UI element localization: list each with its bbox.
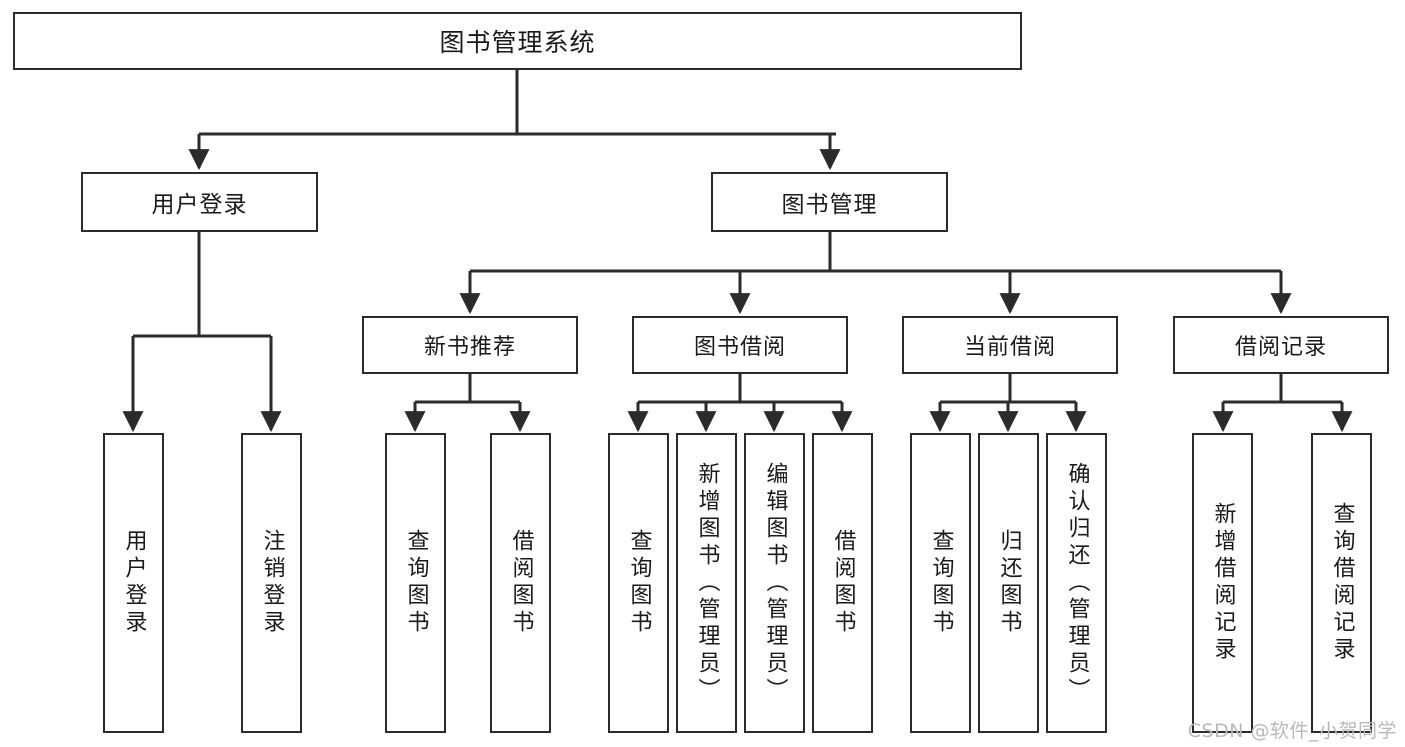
node-borrow-records-label: 借阅记录 (1234, 335, 1327, 360)
leaf-edit-book-admin-label: 编辑图书（管理员） (762, 461, 788, 705)
leaf-logout-label: 注销登录 (259, 529, 285, 637)
leaf-query-borrow-record-label: 查询借阅记录 (1329, 502, 1355, 664)
leaf-query-borrow-record[interactable]: 查询借阅记录 (1311, 433, 1372, 733)
node-book-management[interactable]: 图书管理 (711, 172, 948, 232)
node-new-book-recommend-label: 新书推荐 (423, 335, 516, 360)
leaf-return-book-label: 归还图书 (996, 529, 1022, 637)
leaf-query-book-current-label: 查询图书 (928, 529, 954, 637)
watermark: CSDN @软件_小贺同学 (1187, 720, 1397, 742)
node-borrow-records[interactable]: 借阅记录 (1173, 316, 1389, 374)
node-book-management-label: 图书管理 (781, 192, 878, 218)
node-new-book-recommend[interactable]: 新书推荐 (362, 316, 578, 374)
leaf-borrow-book-label: 借阅图书 (830, 529, 856, 637)
leaf-return-book[interactable]: 归还图书 (978, 433, 1039, 733)
leaf-add-book-admin-label: 新增图书（管理员） (694, 461, 720, 705)
leaf-borrow-book-recommend[interactable]: 借阅图书 (490, 433, 551, 733)
leaf-query-book-borrow-label: 查询图书 (626, 529, 652, 637)
leaf-borrow-book-recommend-label: 借阅图书 (508, 529, 534, 637)
leaf-query-book-recommend[interactable]: 查询图书 (385, 433, 446, 733)
node-root-label: 图书管理系统 (439, 28, 596, 57)
leaf-user-login[interactable]: 用户登录 (103, 433, 164, 733)
node-root[interactable]: 图书管理系统 (13, 12, 1022, 70)
leaf-query-book-borrow[interactable]: 查询图书 (608, 433, 669, 733)
leaf-confirm-return-admin[interactable]: 确认归还（管理员） (1046, 433, 1107, 733)
node-book-borrow[interactable]: 图书借阅 (632, 316, 848, 374)
node-current-borrow[interactable]: 当前借阅 (902, 316, 1118, 374)
leaf-add-borrow-record-label: 新增借阅记录 (1210, 502, 1236, 664)
node-current-borrow-label: 当前借阅 (963, 335, 1056, 360)
leaf-logout[interactable]: 注销登录 (241, 433, 302, 733)
leaf-user-login-label: 用户登录 (121, 529, 147, 637)
node-user-login-label: 用户登录 (151, 192, 248, 218)
leaf-borrow-book[interactable]: 借阅图书 (812, 433, 873, 733)
leaf-add-borrow-record[interactable]: 新增借阅记录 (1192, 433, 1253, 733)
leaf-add-book-admin[interactable]: 新增图书（管理员） (676, 433, 737, 733)
node-user-login[interactable]: 用户登录 (81, 172, 318, 232)
leaf-query-book-current[interactable]: 查询图书 (910, 433, 971, 733)
leaf-query-book-recommend-label: 查询图书 (403, 529, 429, 637)
leaf-edit-book-admin[interactable]: 编辑图书（管理员） (744, 433, 805, 733)
node-book-borrow-label: 图书借阅 (693, 335, 786, 360)
leaf-confirm-return-admin-label: 确认归还（管理员） (1064, 461, 1090, 705)
